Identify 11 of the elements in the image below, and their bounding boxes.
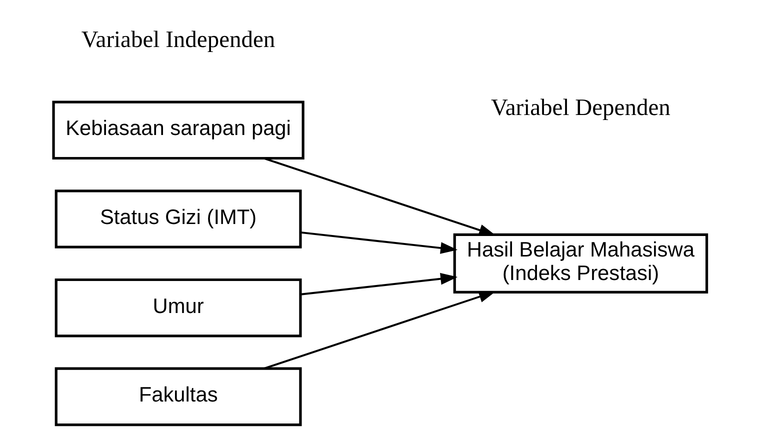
arrow bbox=[300, 231, 458, 254]
node-box: Status Gizi (IMT) bbox=[54, 190, 302, 248]
label: Variabel Independen bbox=[80, 27, 275, 54]
node-box: Fakultas bbox=[54, 367, 302, 426]
label: Variabel Dependen bbox=[490, 95, 670, 122]
node-box: Hasil Belajar Mahasiswa (Indeks Prestasi) bbox=[452, 233, 708, 294]
arrow bbox=[263, 157, 496, 236]
arrow bbox=[300, 272, 458, 296]
node-box: Umur bbox=[54, 278, 302, 338]
node-box: Kebiasaan sarapan pagi bbox=[52, 100, 304, 160]
arrow bbox=[263, 290, 496, 370]
